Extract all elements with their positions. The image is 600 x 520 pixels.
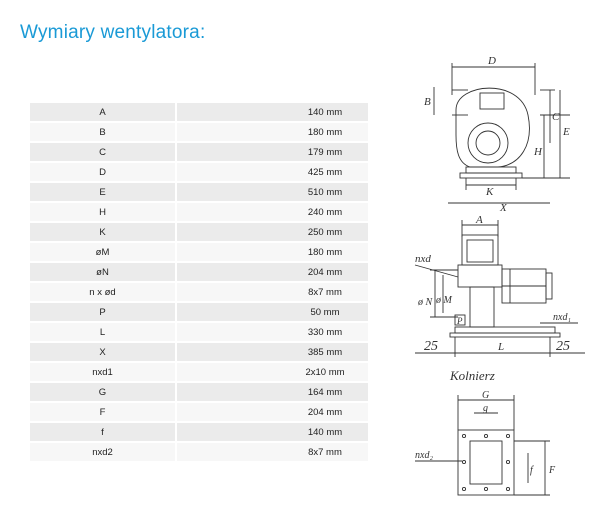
dimension-label: X [30, 343, 175, 363]
dimension-value: 179 mm [175, 143, 368, 163]
dimension-label: L [30, 323, 175, 343]
dimension-value: 180 mm [175, 123, 368, 143]
label-nxd2: nxd₂ [415, 450, 433, 461]
dimension-value: 204 mm [175, 403, 368, 423]
dimension-value: 240 mm [175, 203, 368, 223]
label-D: D [487, 55, 496, 67]
label-nxd: nxd [415, 253, 431, 265]
dimension-value: 8x7 mm [175, 283, 368, 303]
page-title: Wymiary wentylatora: [20, 22, 206, 43]
dimension-value: 8x7 mm [175, 443, 368, 463]
dimension-label: nxd1 [30, 363, 175, 383]
dimension-label: F [30, 403, 175, 423]
label-K: K [485, 186, 494, 198]
label-g: g [483, 403, 488, 414]
dimension-label: øM [30, 243, 175, 263]
label-B: B [424, 96, 431, 108]
dimension-label: D [30, 163, 175, 183]
dimension-value: 164 mm [175, 383, 368, 403]
fan-technical-drawings: D B C E H K X A nxd ø N ø M P nxd₁ 25 L … [414, 55, 585, 496]
dimension-label: øN [30, 263, 175, 283]
dimension-label: B [30, 123, 175, 143]
dimension-value: 140 mm [175, 423, 368, 443]
dimension-label: A [30, 103, 175, 123]
label-C: C [552, 111, 560, 123]
dimension-value: 50 mm [175, 303, 368, 323]
label-f: f [530, 465, 534, 476]
dimension-label: K [30, 223, 175, 243]
dimension-label: P [30, 303, 175, 323]
label-25-left: 25 [424, 339, 438, 354]
dimension-value: 250 mm [175, 223, 368, 243]
fan-front-view [414, 220, 585, 357]
fan-side-view [433, 63, 570, 204]
label-A: A [475, 214, 483, 226]
label-E: E [562, 126, 570, 138]
dimension-label: nxd2 [30, 443, 175, 463]
flange-title: Kolnierz [449, 368, 495, 383]
label-M: ø M [435, 295, 453, 306]
label-P: P [456, 316, 463, 326]
dimension-label: G [30, 383, 175, 403]
dimension-label: E [30, 183, 175, 203]
dimension-value: 425 mm [175, 163, 368, 183]
flange-view [415, 395, 550, 496]
dimension-value: 204 mm [175, 263, 368, 283]
label-L: L [497, 341, 504, 353]
label-G: G [482, 390, 489, 401]
dimension-value: 2x10 mm [175, 363, 368, 383]
dimension-value: 385 mm [175, 343, 368, 363]
label-N: ø N [417, 297, 434, 308]
label-X: X [499, 202, 508, 214]
label-nxd1: nxd₁ [553, 312, 571, 323]
dimension-label: f [30, 423, 175, 443]
dimension-label: n x ød [30, 283, 175, 303]
dimension-value: 510 mm [175, 183, 368, 203]
dimension-label: C [30, 143, 175, 163]
dimension-value: 140 mm [175, 103, 368, 123]
dimension-value: 330 mm [175, 323, 368, 343]
label-H: H [533, 146, 543, 158]
dimension-label: H [30, 203, 175, 223]
label-25-right: 25 [556, 339, 570, 354]
label-F: F [548, 465, 556, 476]
dimension-value: 180 mm [175, 243, 368, 263]
